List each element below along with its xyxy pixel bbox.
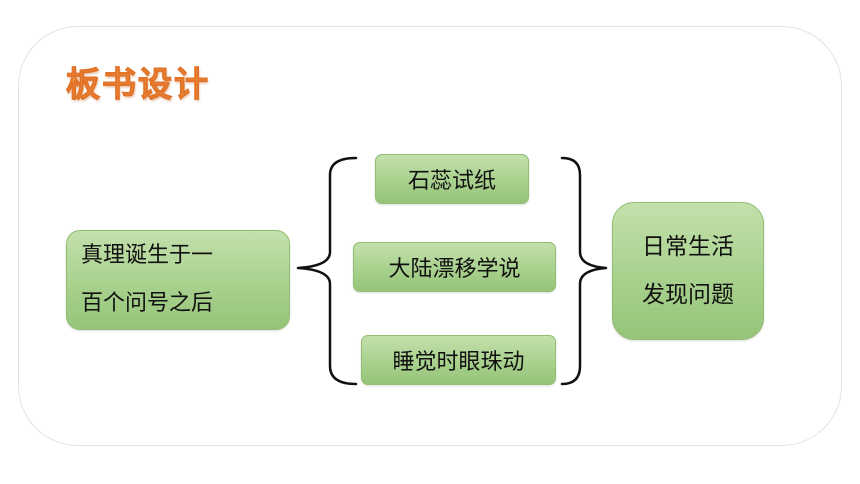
- right-node: 日常生活 发现问题: [612, 202, 764, 340]
- left-node-line-1: 真理诞生于一: [81, 243, 214, 268]
- left-node-line-2: 百个问号之后: [81, 291, 214, 316]
- right-node-line-1: 日常生活: [642, 234, 734, 260]
- middle-node-3: 睡觉时眼珠动: [361, 335, 556, 385]
- right-node-line-2: 发现问题: [642, 282, 734, 308]
- middle-node-2: 大陆漂移学说: [353, 242, 556, 292]
- middle-node-2-label: 大陆漂移学说: [388, 257, 521, 282]
- middle-node-3-label: 睡觉时眼珠动: [392, 350, 525, 375]
- middle-node-1: 石蕊试纸: [375, 154, 529, 204]
- board-design-title: 板书设计: [66, 65, 210, 105]
- left-node: 真理诞生于一 百个问号之后: [66, 230, 290, 330]
- middle-node-1-label: 石蕊试纸: [407, 169, 496, 194]
